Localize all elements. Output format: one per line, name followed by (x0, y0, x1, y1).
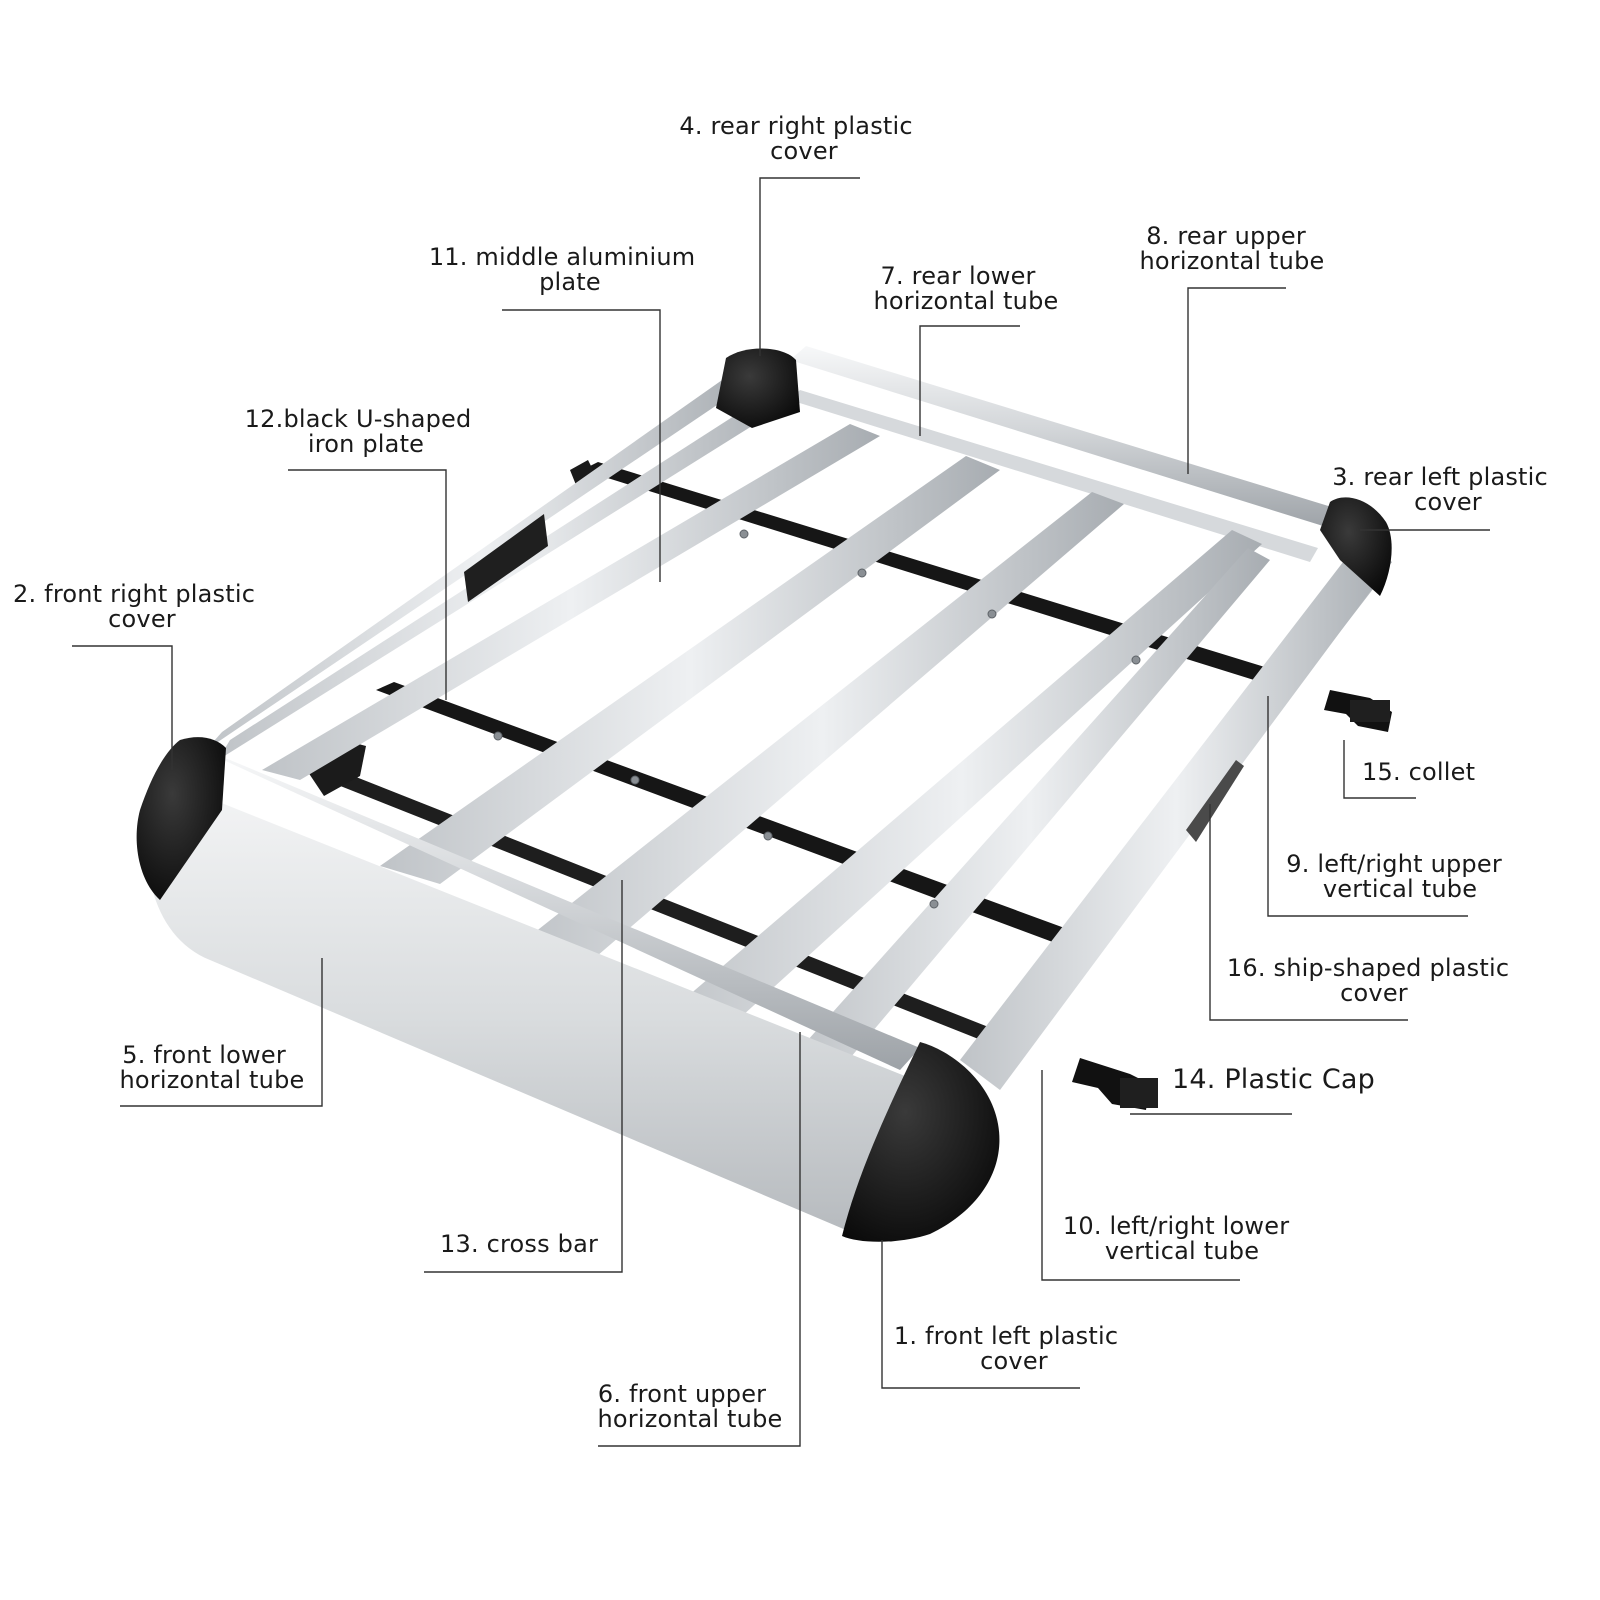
label-9: 9. left/right upper vertical tube (1286, 850, 1509, 903)
leader-2 (72, 645, 173, 770)
label-2-line2: cover (108, 605, 176, 633)
leader-1 (881, 1240, 1080, 1389)
label-9-line1: 9. left/right upper (1286, 850, 1502, 878)
label-15: 15. collet (1362, 758, 1475, 786)
label-5: 5. front lower horizontal tube (120, 1041, 305, 1094)
label-6-line2: horizontal tube (598, 1405, 783, 1433)
leader-5 (120, 958, 323, 1107)
rear-left-plastic-cover (1320, 497, 1392, 596)
label-10: 10. left/right lower vertical tube (1063, 1212, 1297, 1265)
label-1-line2: cover (980, 1347, 1048, 1375)
rear-cross-bar (582, 462, 1268, 680)
screw (763, 831, 773, 841)
label-3: 3. rear left plastic cover (1332, 463, 1556, 516)
label-4-line1: 4. rear right plastic (679, 112, 912, 140)
leader-13 (424, 880, 623, 1273)
ship-shaped-plastic-cover (1186, 760, 1244, 842)
right-upper-vertical-tube (960, 540, 1392, 1090)
screw (1131, 655, 1141, 665)
leader-6 (598, 1032, 801, 1447)
collet-right-rear-block (1350, 700, 1390, 722)
label-3-line2: cover (1414, 488, 1482, 516)
label-6-line1: 6. front upper (598, 1380, 766, 1408)
label-7-line2: horizontal tube (874, 287, 1059, 315)
leader-15 (1343, 740, 1416, 799)
label-10-line2: vertical tube (1105, 1237, 1259, 1265)
label-14: 14. Plastic Cap (1172, 1064, 1375, 1095)
label-1-line1: 1. front left plastic (894, 1322, 1118, 1350)
rear-lower-horizontal-tube (790, 390, 1318, 562)
label-6: 6. front upper horizontal tube (598, 1380, 783, 1433)
label-13: 13. cross bar (440, 1230, 598, 1258)
collet-right-front-block (1120, 1078, 1158, 1108)
label-10-line1: 10. left/right lower (1063, 1212, 1289, 1240)
leader-lines (72, 177, 1490, 1447)
screw (493, 731, 503, 741)
leader-9 (1267, 696, 1468, 917)
label-8-line2: horizontal tube (1140, 247, 1325, 275)
label-8: 8. rear upper horizontal tube (1140, 222, 1325, 275)
slat-4 (660, 530, 1262, 1036)
middle-aluminium-plates (262, 424, 1270, 1070)
label-2-line1: 2. front right plastic (13, 580, 255, 608)
label-4: 4. rear right plastic cover (679, 112, 920, 165)
front-lower-horizontal-tube (147, 798, 951, 1236)
label-3-line1: 3. rear left plastic (1332, 463, 1548, 491)
label-2: 2. front right plastic cover (13, 580, 263, 633)
screw (929, 899, 939, 909)
label-5-line2: horizontal tube (120, 1066, 305, 1094)
screw (987, 609, 997, 619)
label-11-line1: 11. middle aluminium (429, 243, 695, 271)
leader-7 (919, 325, 1020, 436)
label-11: 11. middle aluminium plate (429, 243, 703, 296)
label-7: 7. rear lower horizontal tube (874, 262, 1059, 315)
label-1: 1. front left plastic cover (894, 1322, 1126, 1375)
leader-11 (502, 309, 661, 582)
leader-8 (1187, 287, 1286, 474)
leader-16 (1209, 804, 1408, 1021)
label-5-line1: 5. front lower (122, 1041, 286, 1069)
label-8-line1: 8. rear upper (1146, 222, 1306, 250)
label-12-line2: iron plate (308, 430, 424, 458)
left-upper-vertical-tube (206, 366, 754, 750)
label-16: 16. ship-shaped plastic cover (1227, 954, 1517, 1007)
leader-12 (288, 469, 447, 700)
screws (493, 529, 1141, 909)
black-u-shaped-iron-plate (464, 514, 548, 602)
label-7-line1: 7. rear lower (881, 262, 1036, 290)
label-16-line1: 16. ship-shaped plastic (1227, 954, 1509, 982)
slat-3 (520, 492, 1124, 962)
label-16-line2: cover (1340, 979, 1408, 1007)
screw (857, 568, 867, 578)
label-12-line1: 12.black U-shaped (245, 405, 472, 433)
label-11-line2: plate (539, 268, 601, 296)
rear-upper-horizontal-tube (790, 346, 1348, 530)
rear-right-plastic-cover (716, 348, 800, 428)
slat-5 (790, 548, 1270, 1070)
front-right-plastic-cover (136, 737, 226, 900)
label-12: 12.black U-shaped iron plate (245, 405, 480, 458)
screw (739, 529, 749, 539)
leader-10 (1041, 1070, 1240, 1281)
part-labels: 1. front left plastic cover 2. front rig… (13, 112, 1556, 1433)
label-9-line2: vertical tube (1323, 875, 1477, 903)
front-upper-horizontal-tube (206, 752, 920, 1070)
screw (630, 775, 640, 785)
label-4-line2: cover (770, 137, 838, 165)
slat-1 (262, 424, 880, 780)
front-left-plastic-cover (842, 1042, 1000, 1242)
slat-2 (380, 456, 1000, 884)
leader-4 (759, 177, 860, 356)
